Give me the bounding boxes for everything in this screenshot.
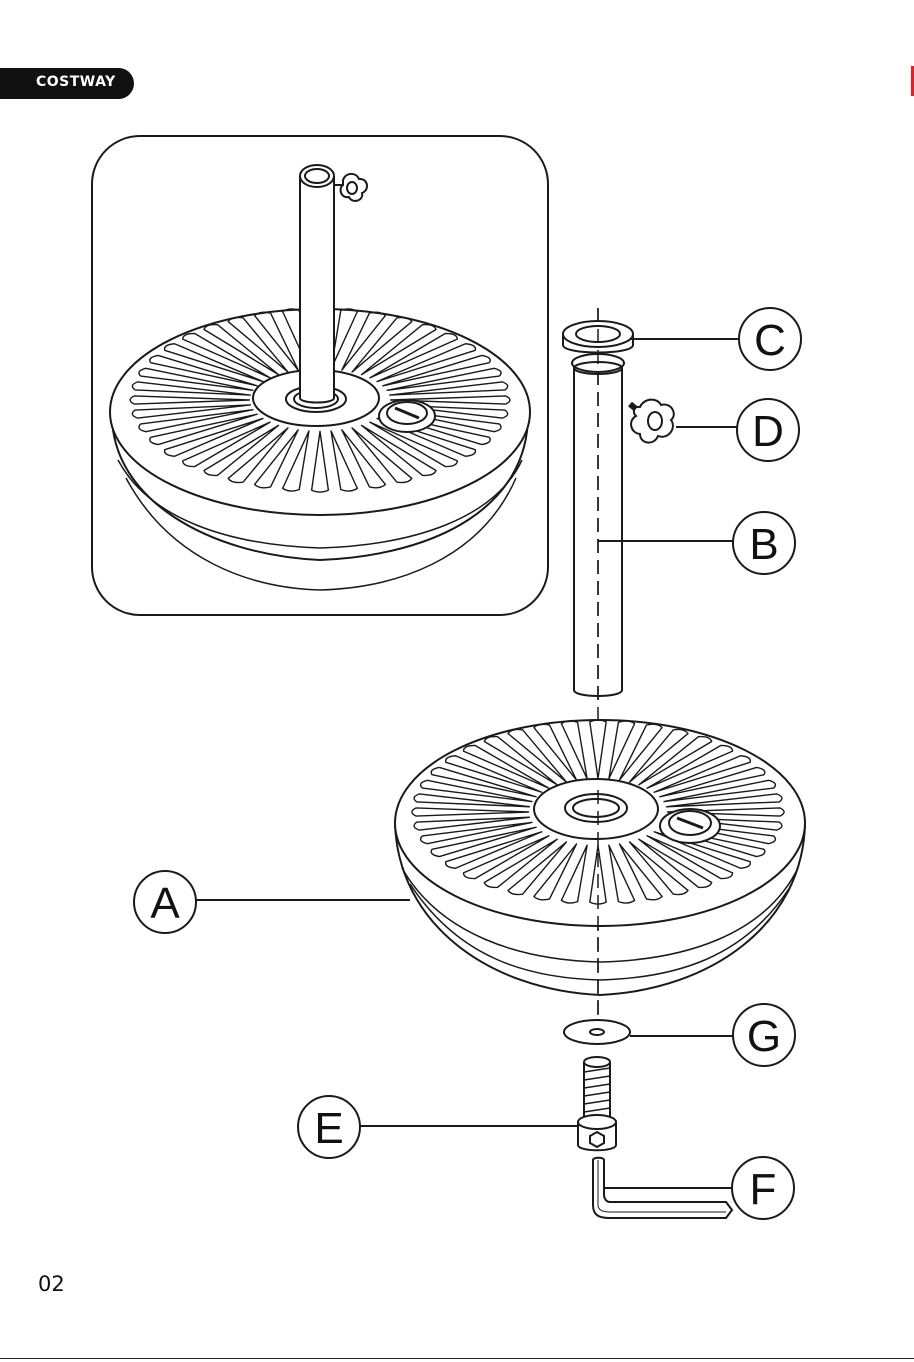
assembled-view-inset bbox=[92, 136, 548, 615]
part-e-bolt bbox=[578, 1057, 616, 1150]
label-g: G bbox=[747, 1012, 781, 1061]
label-f: F bbox=[750, 1165, 777, 1214]
part-g-washer bbox=[564, 1020, 630, 1044]
label-b: B bbox=[749, 520, 778, 569]
bottom-rule bbox=[0, 1358, 914, 1359]
part-d-knob bbox=[630, 400, 674, 443]
label-d: D bbox=[752, 407, 784, 456]
part-a-base bbox=[395, 720, 805, 995]
label-a: A bbox=[150, 879, 180, 928]
label-e: E bbox=[314, 1104, 343, 1153]
label-c: C bbox=[754, 316, 786, 365]
page-number: 02 bbox=[38, 1272, 65, 1296]
